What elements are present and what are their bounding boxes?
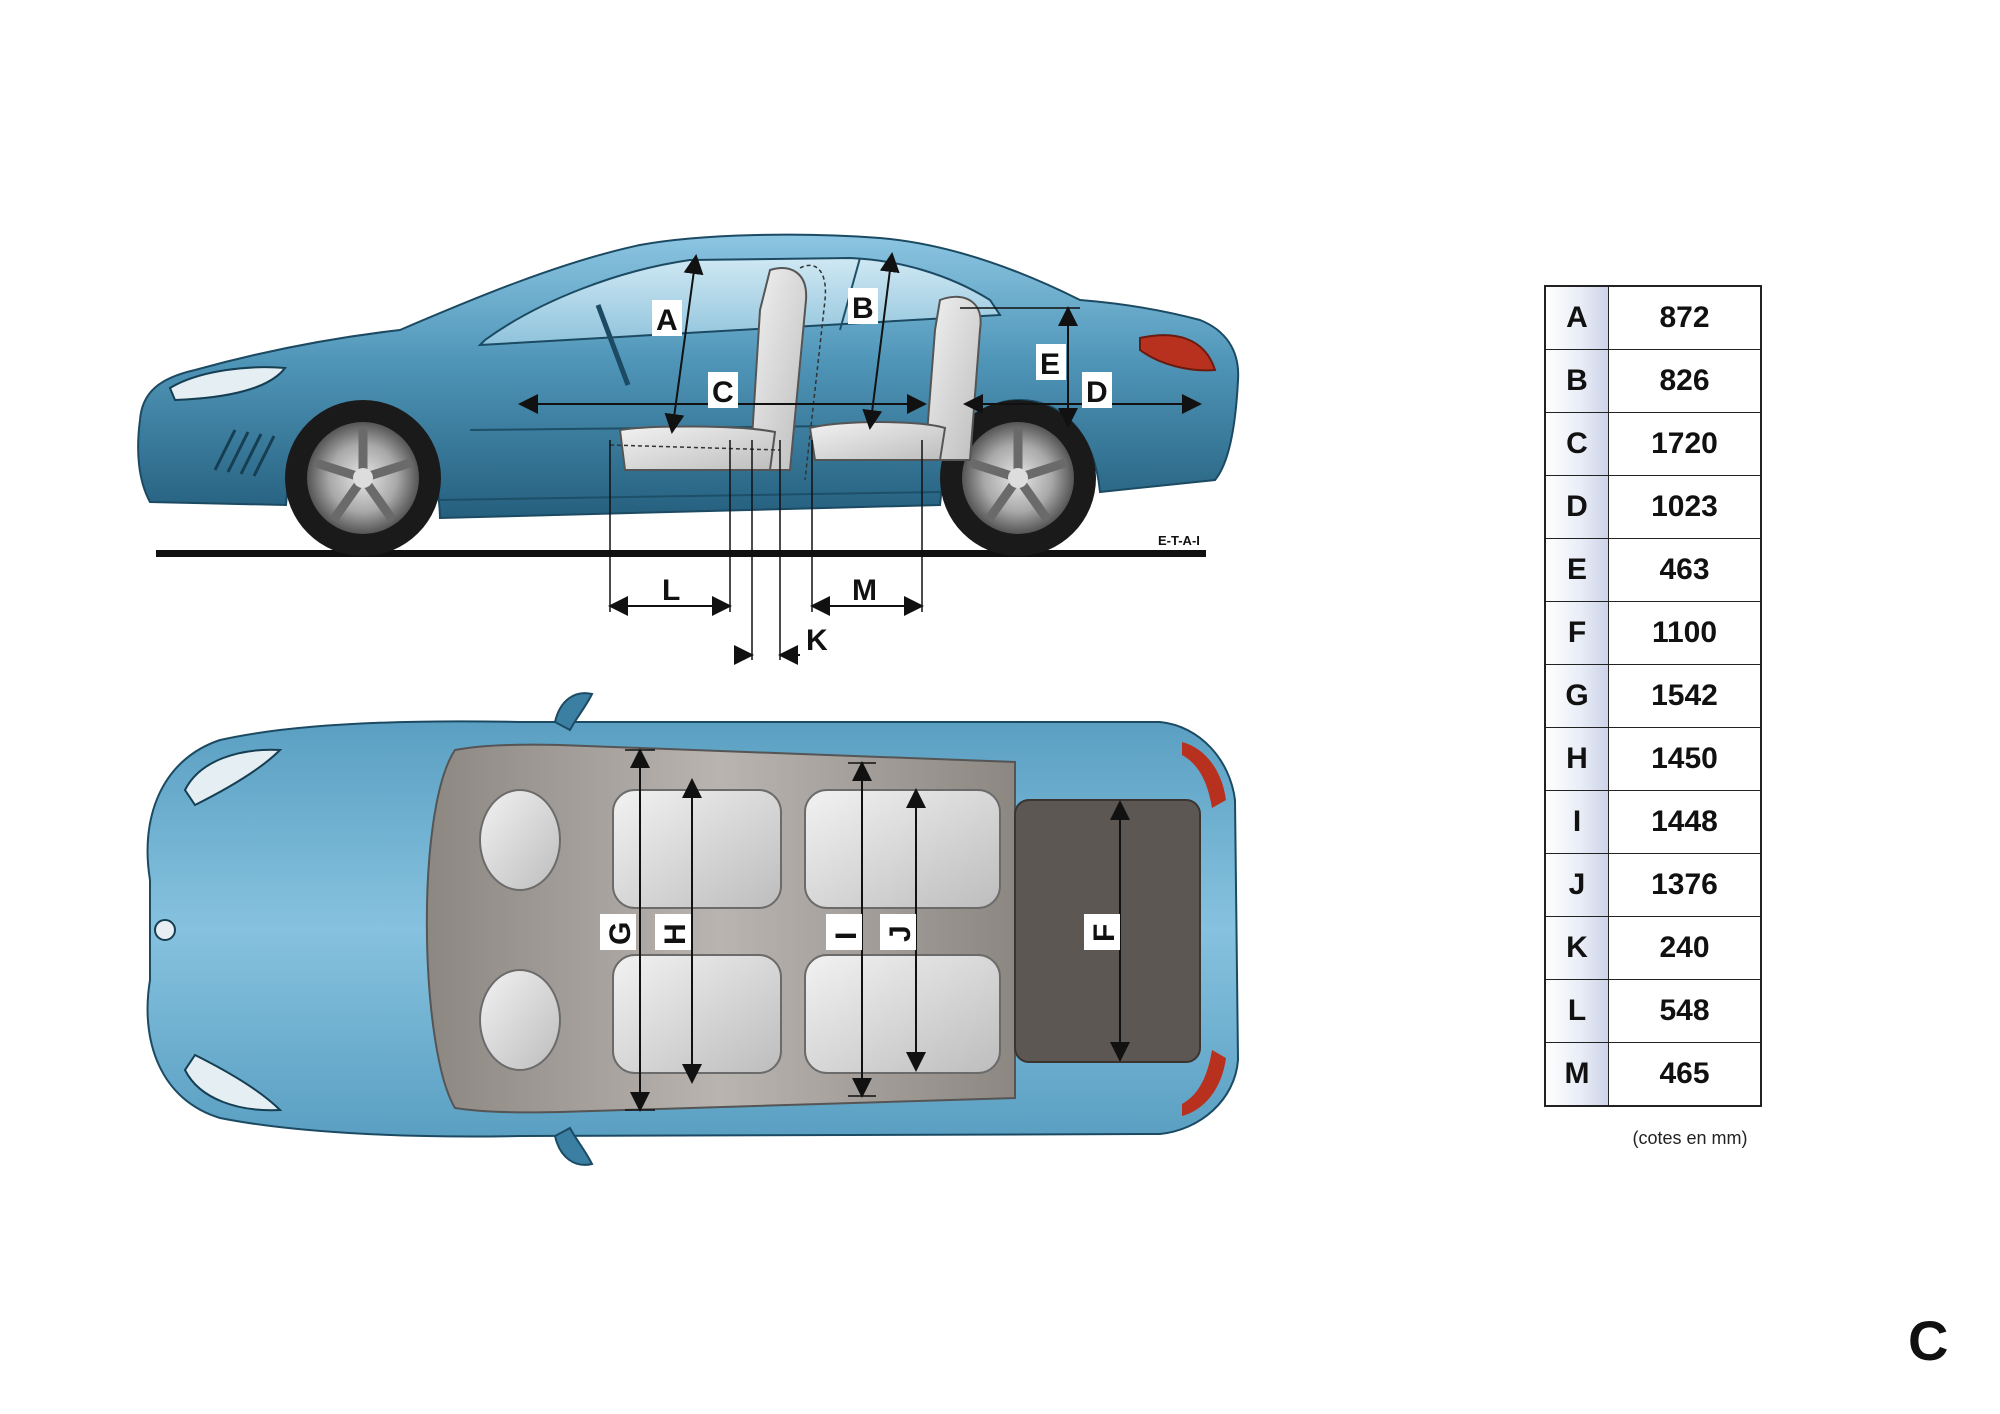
dimension-value: 1720 — [1608, 412, 1762, 476]
label-L: L — [662, 574, 680, 607]
dimension-key: A — [1544, 285, 1609, 350]
top-view-labels: G H I J F — [600, 914, 1121, 950]
label-K: K — [806, 624, 828, 657]
dimension-key: B — [1544, 349, 1609, 413]
side-front-seat — [609, 264, 827, 481]
dimension-value: 463 — [1608, 538, 1762, 602]
page-letter: C — [1908, 1309, 1949, 1372]
dimension-value: 1448 — [1608, 790, 1762, 854]
side-headlight — [168, 366, 287, 402]
dimension-value: 1542 — [1608, 664, 1762, 728]
side-dimension-lines — [518, 252, 1202, 665]
label-A: A — [656, 304, 678, 337]
credit-text: E-T-A-I — [1158, 533, 1200, 548]
dimension-key: F — [1544, 601, 1609, 665]
top-headlight-right — [183, 1053, 283, 1112]
label-I: I — [830, 932, 863, 940]
dimension-key: G — [1544, 664, 1609, 728]
side-tail-light — [1139, 334, 1217, 372]
dimension-value: 548 — [1608, 979, 1762, 1043]
label-F: F — [1088, 924, 1121, 942]
front-wheel — [285, 400, 441, 556]
dimension-value: 240 — [1608, 916, 1762, 980]
dimension-key: D — [1544, 475, 1609, 539]
top-mirror-right — [553, 1126, 594, 1166]
steering-wheel — [595, 304, 631, 386]
label-G: G — [604, 922, 637, 945]
dimension-value: 1100 — [1608, 601, 1762, 665]
label-J: J — [884, 925, 917, 942]
top-tail-light-left — [1182, 742, 1226, 808]
dimension-value: 1376 — [1608, 853, 1762, 917]
dimension-value: 872 — [1608, 285, 1762, 350]
dimension-key: J — [1544, 853, 1609, 917]
dimension-key: L — [1544, 979, 1609, 1043]
dimension-key: H — [1544, 727, 1609, 791]
dimension-value: 465 — [1608, 1042, 1762, 1107]
dimension-key: E — [1544, 538, 1609, 602]
front-grille-vents — [213, 429, 276, 477]
top-tail-light-right — [1182, 1050, 1226, 1116]
label-H: H — [659, 923, 692, 945]
dimension-key: M — [1544, 1042, 1609, 1107]
dimension-value: 1023 — [1608, 475, 1762, 539]
top-headlight-left — [183, 748, 283, 807]
units-note: (cotes en mm) — [1632, 1128, 1748, 1148]
dimension-value: 826 — [1608, 349, 1762, 413]
side-view-labels: A B C D E L K M — [652, 288, 1112, 657]
dimension-key: C — [1544, 412, 1609, 476]
rear-wheel — [940, 400, 1096, 556]
hood-logo — [154, 919, 176, 941]
top-mirror-left — [553, 692, 594, 732]
label-M: M — [852, 574, 877, 607]
dimension-value: 1450 — [1608, 727, 1762, 791]
side-view-car: E-T-A-I — [137, 233, 1240, 557]
label-B: B — [852, 292, 874, 325]
side-rear-seat — [808, 295, 982, 461]
dimension-key: K — [1544, 916, 1609, 980]
label-D: D — [1086, 376, 1108, 409]
ground-line — [156, 550, 1206, 557]
label-C: C — [712, 376, 734, 409]
dimension-key: I — [1544, 790, 1609, 854]
label-E: E — [1040, 348, 1060, 381]
